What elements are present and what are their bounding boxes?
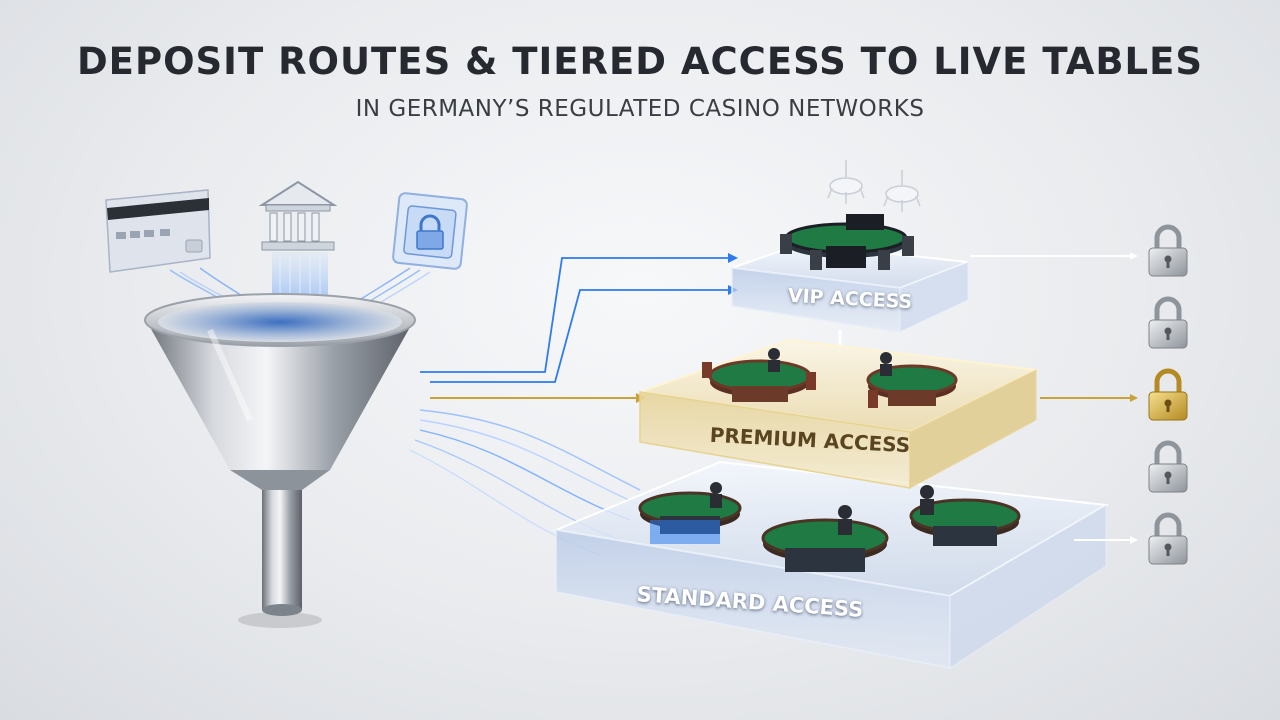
credit-card-icon (105, 189, 211, 273)
lock-icon (1148, 440, 1188, 493)
premium-lock-icon (1148, 368, 1188, 421)
deposit-funnel (144, 293, 416, 628)
premium-tables (702, 348, 958, 408)
bank-icon (258, 180, 338, 251)
diagram-subtitle: IN GERMANY’S REGULATED CASINO NETWORKS (355, 96, 925, 122)
vip-lock-icon (1148, 224, 1188, 277)
lock-icon (1148, 296, 1188, 349)
padlock-cube-icon (392, 192, 468, 270)
standard-tables (638, 482, 1021, 572)
standard-lock-icon (1148, 512, 1188, 565)
premium-access-platform (639, 330, 1040, 489)
chandelier-icon (827, 160, 921, 212)
vip-table (780, 214, 914, 270)
lock-arrows (970, 252, 1138, 544)
diagram-title: DEPOSIT ROUTES & TIERED ACCESS TO LIVE T… (76, 40, 1204, 83)
